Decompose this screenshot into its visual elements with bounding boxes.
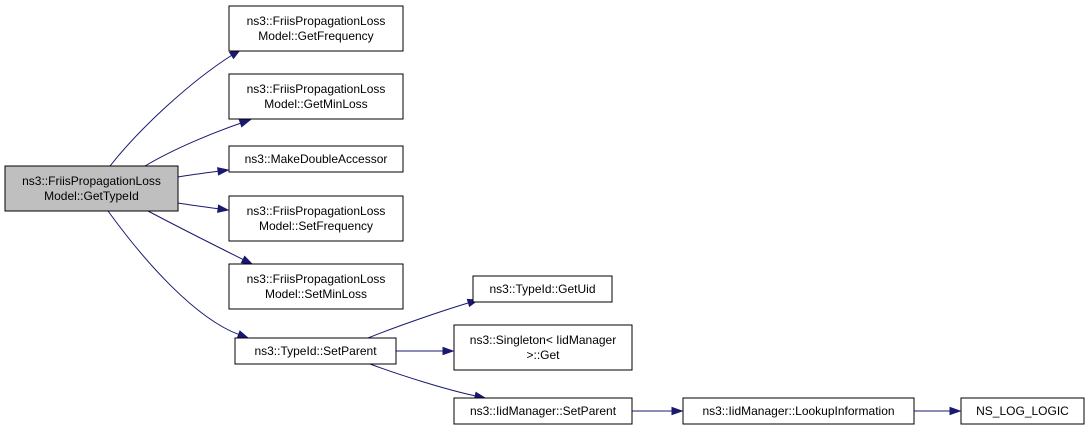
node-label-line: Model::SetMinLoss [265,287,367,301]
edge-gettypeid-to-getfrequency [109,49,242,167]
node-label-line: Model::GetMinLoss [264,97,367,111]
node-getminloss[interactable]: ns3::FriisPropagationLossModel::GetMinLo… [228,73,404,120]
node-ns-log-logic[interactable]: NS_LOG_LOGIC [960,397,1085,425]
node-box [234,337,397,365]
arrowhead-icon [236,330,250,339]
edge-gettypeid-to-typeid-setparent [107,210,250,339]
node-typeid-setparent[interactable]: ns3::TypeId::SetParent [234,337,397,365]
edge-gettypeid-to-setminloss [147,210,254,265]
node-box [228,263,404,310]
edge-gettypeid-to-getminloss [144,119,252,167]
node-setfrequency[interactable]: ns3::FriisPropagationLossModel::SetFrequ… [228,195,404,242]
node-box [453,324,633,371]
arrowhead-icon [949,406,962,416]
node-label-line: ns3::MakeDoubleAccessor [245,152,388,166]
edge-typeid-setparent-to-singleton-get [395,346,455,356]
edge-line [109,54,232,167]
edge-gettypeid-to-setfrequency [177,202,230,213]
edge-gettypeid-to-makedoubleaccessor [177,167,230,178]
node-makedoubleaccessor[interactable]: ns3::MakeDoubleAccessor [228,145,404,173]
edge-line [107,210,239,335]
node-label-line: ns3::IidManager::LookupInformation [702,404,894,418]
node-label-line: ns3::FriisPropagationLoss [22,174,161,188]
edge-line [177,170,219,178]
arrowhead-icon [240,255,254,265]
node-box [228,145,404,173]
node-iidmanager-setparent[interactable]: ns3::IidManager::SetParent [453,397,633,425]
edge-layer [107,49,962,416]
arrowhead-icon [442,346,455,356]
node-layer: ns3::FriisPropagationLossModel::GetTypeI… [4,5,1085,425]
node-box [228,5,404,52]
edge-iidmanager-lookupinformation-to-ns-log-logic [913,406,962,416]
node-label-line: >::Get [526,348,560,362]
node-box [228,195,404,242]
edge-line [369,363,476,397]
node-box [682,397,915,425]
node-label-line: ns3::TypeId::SetParent [254,344,377,358]
node-label-line: ns3::FriisPropagationLoss [247,272,386,286]
node-gettypeid[interactable]: ns3::FriisPropagationLossModel::GetTypeI… [4,165,179,212]
edge-line [367,302,469,339]
node-label-line: ns3::Singleton< IidManager [470,333,616,347]
node-label-line: Model::GetFrequency [258,29,373,43]
arrowhead-icon [671,406,684,416]
node-label-line: ns3::FriisPropagationLoss [247,14,386,28]
edge-line [147,210,244,260]
node-box [960,397,1085,425]
node-label-line: Model::SetFrequency [259,219,373,233]
node-label-line: ns3::FriisPropagationLoss [247,204,386,218]
arrowhead-icon [217,204,230,213]
node-label-line: ns3::TypeId::GetUid [489,282,595,296]
node-label-line: ns3::FriisPropagationLoss [247,82,386,96]
arrowhead-icon [217,167,230,176]
edge-line [177,202,219,210]
node-box [453,397,633,425]
arrowhead-icon [238,119,252,128]
node-singleton-get[interactable]: ns3::Singleton< IidManager >::Get [453,324,633,371]
node-label-line: ns3::IidManager::SetParent [470,404,617,418]
node-label-line: NS_LOG_LOGIC [976,404,1069,418]
edge-iidmanager-setparent-to-iidmanager-lookupinformation [631,406,684,416]
node-box [4,165,179,212]
node-label-line: Model::GetTypeId [44,189,139,203]
node-box [228,73,404,120]
node-getfrequency[interactable]: ns3::FriisPropagationLossModel::GetFrequ… [228,5,404,52]
node-iidmanager-lookupinformation[interactable]: ns3::IidManager::LookupInformation [682,397,915,425]
node-box [472,275,613,303]
node-setminloss[interactable]: ns3::FriisPropagationLossModel::SetMinLo… [228,263,404,310]
edge-line [144,122,241,167]
node-typeid-getuid[interactable]: ns3::TypeId::GetUid [472,275,613,303]
